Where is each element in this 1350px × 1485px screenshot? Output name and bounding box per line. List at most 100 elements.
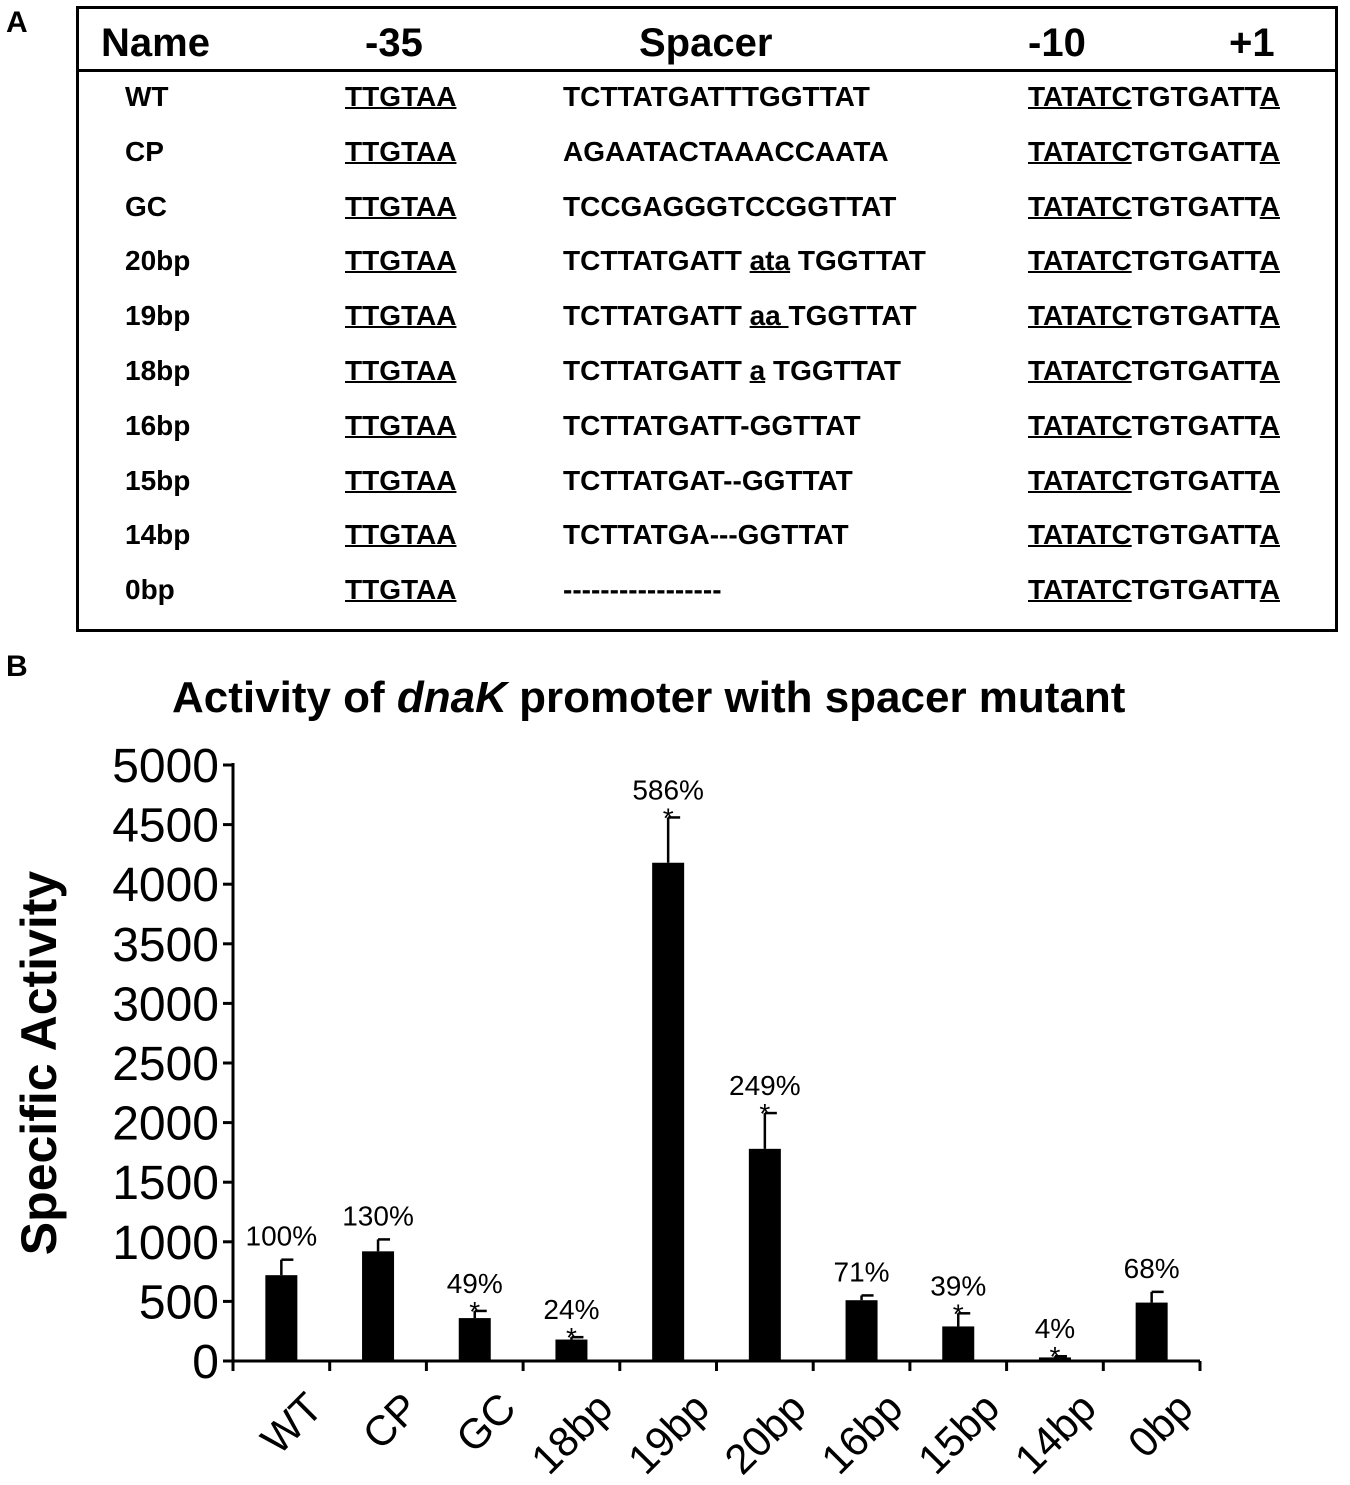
row-minus10: TATATCTGTGATTA (1028, 408, 1280, 444)
row-minus35-box: TTGTAA (345, 464, 457, 496)
y-tick-label: 2500 (112, 1038, 219, 1091)
x-tick-label: 14bp (1006, 1384, 1105, 1483)
minus10-downstream: TGTGATT (1131, 355, 1260, 386)
transcription-start: A (1259, 574, 1280, 606)
header-plus1: +1 (1229, 21, 1275, 65)
x-tick-label: CP (353, 1384, 428, 1459)
row-spacer: TCTTATGATTTGGTTAT (563, 79, 870, 115)
row-spacer: TCTTATGAT--GGTTAT (563, 463, 853, 499)
spacer-seq: TCTTATGATT (563, 355, 750, 386)
spacer-seq-tail: TGGTTAT (765, 355, 902, 386)
y-tick-label: 0 (192, 1336, 219, 1389)
percent-label: 4% (1035, 1313, 1075, 1344)
chart-title-pre: Activity of (172, 673, 397, 722)
x-tick-label: 16bp (812, 1384, 911, 1483)
minus10-box: TATATC (1028, 245, 1132, 277)
spacer-seq: TCTTATGATT (563, 245, 750, 277)
spacer-seq: TCTTATGATT-GGTTAT (563, 409, 861, 441)
header-name: Name (101, 21, 210, 65)
percent-label: 39% (930, 1270, 986, 1301)
minus10-downstream: TGTGATT (1131, 245, 1260, 277)
row-minus35-box: TTGTAA (345, 300, 457, 332)
row-minus10: TATATCTGTGATTA (1028, 134, 1280, 170)
row-name: 16bp (125, 409, 191, 441)
percent-label: 100% (246, 1221, 318, 1252)
minus10-box: TATATC (1028, 519, 1132, 551)
x-tick-label: 15bp (909, 1384, 1008, 1483)
header-minus10: -10 (1028, 21, 1086, 65)
x-tick-label: 0bp (1119, 1384, 1202, 1467)
minus10-box: TATATC (1028, 300, 1132, 332)
bar-chart: 0500100015002000250030003500400045005000… (11, 740, 1202, 1483)
significance-marker: * (469, 1296, 480, 1327)
row-minus35-box: TTGTAA (345, 190, 457, 222)
minus10-downstream: TGTGATT (1131, 409, 1260, 441)
transcription-start: A (1259, 300, 1280, 332)
y-tick-label: 2000 (112, 1098, 219, 1151)
y-tick-label: 4000 (112, 859, 219, 912)
y-tick-label: 5000 (112, 740, 219, 793)
transcription-start: A (1259, 245, 1280, 277)
row-minus10: TATATCTGTGATTA (1028, 243, 1280, 279)
bar (845, 1300, 878, 1361)
bar (748, 1148, 781, 1361)
minus10-box: TATATC (1028, 135, 1132, 167)
row-spacer: TCTTATGATT aa TGGTTAT (563, 298, 917, 334)
row-name: 0bp (125, 574, 175, 606)
row-minus10: TATATCTGTGATTA (1028, 189, 1280, 225)
bar (942, 1326, 975, 1361)
bar (652, 862, 685, 1361)
panel-b-label: B (6, 650, 28, 683)
spacer-seq: TCTTATGAT--GGTTAT (563, 464, 853, 496)
minus10-box: TATATC (1028, 355, 1132, 386)
bar (1038, 1357, 1071, 1361)
row-minus35-box: TTGTAA (345, 355, 457, 386)
percent-label: 49% (447, 1268, 503, 1299)
significance-marker: * (953, 1298, 964, 1329)
minus10-downstream: TGTGATT (1131, 190, 1260, 222)
spacer-insertion: a (749, 355, 766, 386)
sequence-table-header: Name -35 Spacer -10 +1 (79, 9, 1335, 72)
row-minus35-box: TTGTAA (345, 574, 457, 606)
row-minus10: TATATCTGTGATTA (1028, 517, 1280, 553)
transcription-start: A (1259, 409, 1280, 441)
bar (1135, 1302, 1168, 1361)
spacer-seq-tail: TGGTTAT (790, 245, 926, 277)
y-tick-label: 1500 (112, 1157, 219, 1210)
percent-label: 68% (1124, 1253, 1180, 1284)
minus10-downstream: TGTGATT (1131, 300, 1260, 332)
spacer-seq: TCTTATGA---GGTTAT (563, 519, 849, 551)
spacer-seq: TCTTATGATT (563, 300, 750, 332)
bar (555, 1339, 588, 1361)
percent-label: 71% (834, 1256, 890, 1287)
x-tick-label: 20bp (715, 1384, 814, 1483)
panel-a-label: A (6, 6, 28, 39)
row-name: CP (125, 135, 164, 167)
significance-marker: * (1049, 1341, 1060, 1372)
percent-label: 130% (342, 1200, 414, 1231)
transcription-start: A (1259, 135, 1280, 167)
row-minus35-box: TTGTAA (345, 409, 457, 441)
spacer-insertion: ata (749, 245, 791, 277)
spacer-seq-tail: TGGTTAT (788, 300, 917, 332)
percent-label: 586% (632, 774, 704, 805)
minus10-box: TATATC (1028, 190, 1132, 222)
row-name: 19bp (125, 300, 191, 332)
row-minus10: TATATCTGTGATTA (1028, 463, 1280, 499)
row-minus10: TATATCTGTGATTA (1028, 298, 1280, 334)
minus10-box: TATATC (1028, 409, 1132, 441)
minus10-downstream: TGTGATT (1131, 464, 1260, 496)
row-name: 20bp (125, 245, 191, 277)
x-tick-label: 19bp (619, 1384, 718, 1483)
x-tick-label: WT (252, 1384, 331, 1463)
spacer-seq: TCCGAGGGTCCGGTTAT (563, 190, 897, 222)
x-tick-label: GC (447, 1384, 525, 1462)
bar (362, 1251, 395, 1361)
transcription-start: A (1259, 519, 1280, 551)
